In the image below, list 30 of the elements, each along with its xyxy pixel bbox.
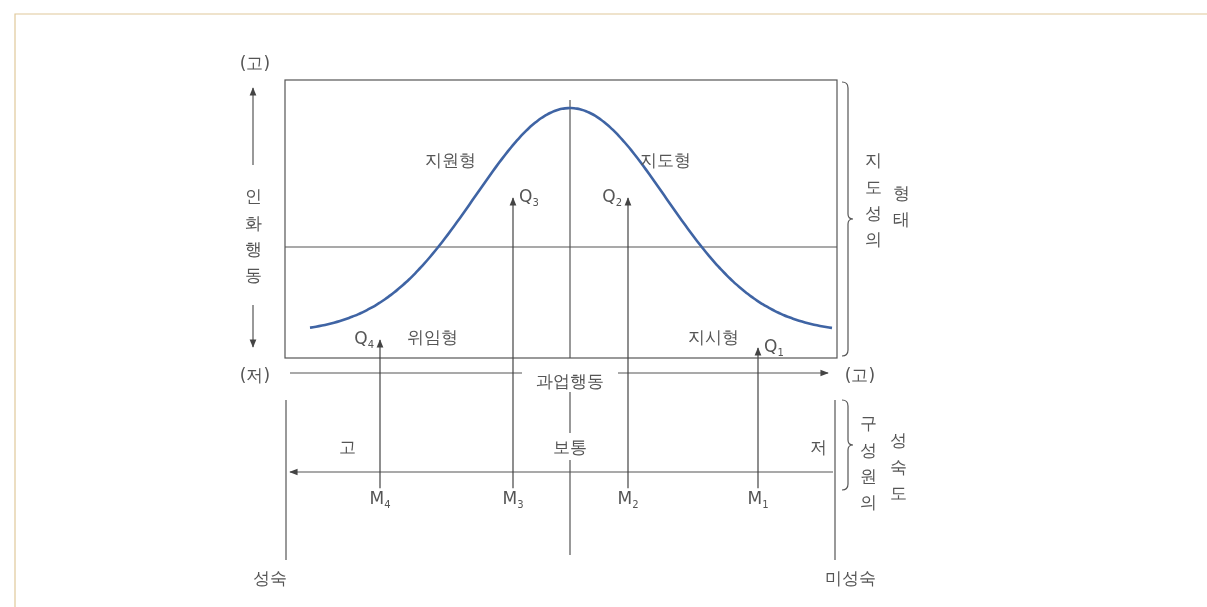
arrow [376,339,384,489]
maturity-level-label: M$_{2}$ [617,488,639,512]
maturity-level-label: M$_{3}$ [502,488,524,512]
maturity-level-label: M$_{4}$ [369,488,391,512]
axis-label: (저) [239,364,271,386]
style-label: 지시형 [687,326,739,348]
side-label: 형태 [892,181,910,231]
side-label: 지도성의 [864,149,882,252]
scale-label: 저 [809,436,827,458]
style-label: 지원형 [424,149,476,171]
arrow [624,197,632,489]
side-label: 구성원의 [859,412,877,515]
axis-label: (고) [844,364,876,386]
quadrant-label: Q$_{1}$ [758,336,784,360]
axis-title: 과업행동 [536,370,604,392]
style-label: 위임형 [406,326,458,348]
end-label: 성숙 [253,567,287,589]
side-label: 성숙도 [889,429,907,506]
axis-title: 인화행동 [244,185,262,288]
quadrant-label: Q$_{3}$ [513,186,539,210]
axis-label: (고) [239,52,271,74]
maturity-level-label: M$_{1}$ [747,488,769,512]
quadrant-label: Q$_{4}$ [354,328,380,352]
arrow [509,197,517,489]
end-label: 미성숙 [824,567,876,589]
scale-label: 고 [338,436,356,458]
arrow [754,347,762,489]
quadrant-label: Q$_{2}$ [602,186,628,210]
scale-label: 보통 [553,436,587,458]
style-label: 지도형 [639,149,691,171]
